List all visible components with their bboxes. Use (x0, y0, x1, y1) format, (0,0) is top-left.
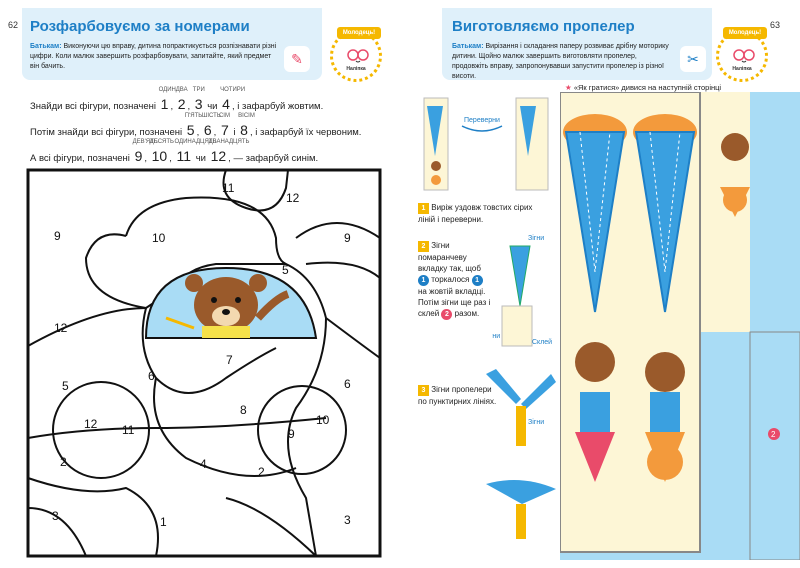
badge-1: 1 (418, 275, 429, 286)
parents-note: Батькам: Виконуючи цю вправу, дитина поп… (30, 42, 278, 72)
step2-diagram: Зігни Зігни Склей (492, 234, 552, 347)
parents-label: Батькам: (452, 43, 484, 50)
svg-text:1: 1 (160, 515, 167, 529)
region-numbers: 11 12 9 10 9 5 12 6 7 5 8 10 6 12 11 9 2… (52, 181, 351, 529)
header-band: Розфарбовуємо за номерами Батькам: Викон… (22, 8, 322, 80)
svg-text:4: 4 (200, 457, 207, 471)
step-number: 2 (418, 241, 429, 252)
glasses-face-icon (733, 49, 755, 63)
pencil-icon: ✎ (284, 46, 310, 72)
svg-text:6: 6 (344, 377, 351, 391)
svg-text:5: 5 (282, 263, 289, 277)
see-next-note: ★ «Як гратися» дивися на наступній сторі… (565, 83, 722, 92)
medal-ribbon: Молодець! (337, 27, 381, 39)
bear-icon (645, 352, 685, 392)
svg-text:Зігни: Зігни (528, 234, 544, 242)
scissors-icon: ✂ (680, 46, 706, 72)
svg-text:12: 12 (54, 321, 68, 335)
propeller-left (563, 114, 627, 313)
svg-text:5: 5 (62, 379, 69, 393)
svg-text:6: 6 (148, 369, 155, 383)
page-title: Розфарбовуємо за номерами (30, 18, 250, 35)
svg-text:11: 11 (122, 423, 135, 437)
svg-text:Переверни: Переверни (464, 117, 500, 124)
step-number: 3 (418, 385, 429, 396)
right-page: 63 Виготовляємо пропелер Батькам: Виріза… (400, 0, 800, 568)
svg-text:12: 12 (286, 191, 300, 205)
step-text: Зігни пропелери по пунктирних лініях. (418, 385, 497, 406)
instruction-text: А всі фігури, позначені (30, 153, 130, 164)
svg-text:Склей: Склей (532, 338, 552, 346)
sticker-medal: Молодець! Наліпка (330, 27, 382, 82)
medal-bottom-label: Наліпка (732, 66, 752, 72)
svg-text:Зігни: Зігни (492, 332, 500, 340)
svg-text:3: 3 (52, 509, 59, 523)
svg-text:7: 7 (226, 353, 233, 367)
page-number: 62 (8, 20, 19, 30)
bear-icon (575, 342, 615, 382)
parents-text: Вирізання і складання паперу розвиває др… (452, 43, 669, 80)
svg-text:11: 11 (222, 181, 235, 195)
svg-text:2: 2 (258, 465, 265, 479)
coloring-picture: 11 12 9 10 9 5 12 6 7 5 8 10 6 12 11 9 2… (26, 168, 382, 558)
left-page: 62 Розфарбовуємо за номерами Батькам: Ви… (8, 8, 382, 558)
page-title: Виготовляємо пропелер (452, 18, 635, 35)
badge-2: 2 (441, 309, 453, 320)
svg-text:2: 2 (771, 430, 776, 439)
parents-note: Батькам: Вирізання і складання паперу ро… (452, 42, 670, 82)
instruction-text: Потім знайди всі фігури, позначені (30, 127, 183, 138)
svg-text:10: 10 (316, 413, 330, 427)
step3-diagram: Зігни (486, 369, 556, 539)
step-number: 1 (418, 203, 429, 214)
cutout-sheet: 2 (560, 92, 800, 560)
propeller-right (633, 114, 697, 313)
step-3: 3 Зігни пропелери по пунктирних лініях. (418, 384, 498, 407)
svg-text:3: 3 (344, 513, 351, 527)
parents-label: Батькам: (30, 43, 62, 50)
glasses-face-icon (347, 49, 369, 63)
instruction-red: Потім знайди всі фігури, позначені П'ЯТЬ… (30, 113, 362, 138)
header-band: Виготовляємо пропелер Батькам: Вирізання… (442, 8, 712, 80)
step-1: 1 Виріж уздовж товстих сірих ліній і пер… (418, 202, 538, 225)
svg-text:10: 10 (152, 231, 166, 245)
svg-text:9: 9 (288, 427, 295, 441)
step-text: Виріж уздовж товстих сірих ліній і перев… (418, 203, 533, 224)
svg-text:9: 9 (344, 231, 351, 245)
sticker-medal: Молодець! Наліпка (716, 27, 768, 82)
page-number: 63 (770, 20, 781, 30)
parents-text: Виконуючи цю вправу, дитина попрактикуєт… (30, 43, 277, 70)
bear-pilot-icon (165, 274, 290, 338)
svg-text:12: 12 (84, 417, 98, 431)
svg-text:2: 2 (60, 455, 67, 469)
star-icon: ★ (565, 83, 572, 92)
bear-sticker-icon (721, 133, 749, 161)
step1-diagram: Переверни (423, 97, 549, 191)
svg-text:8: 8 (240, 403, 247, 417)
instruction-text: Знайди всі фігури, позначені (30, 101, 156, 112)
svg-text:Зігни: Зігни (528, 418, 544, 426)
cutout-badge-2 (768, 428, 780, 440)
badge-1: 1 (471, 275, 483, 286)
step-2: 2 Зігни помаранчеву вкладку так, щоб 1 т… (418, 241, 491, 320)
medal-bottom-label: Наліпка (346, 66, 366, 72)
svg-text:9: 9 (54, 229, 61, 243)
medal-ribbon: Молодець! (723, 27, 767, 39)
